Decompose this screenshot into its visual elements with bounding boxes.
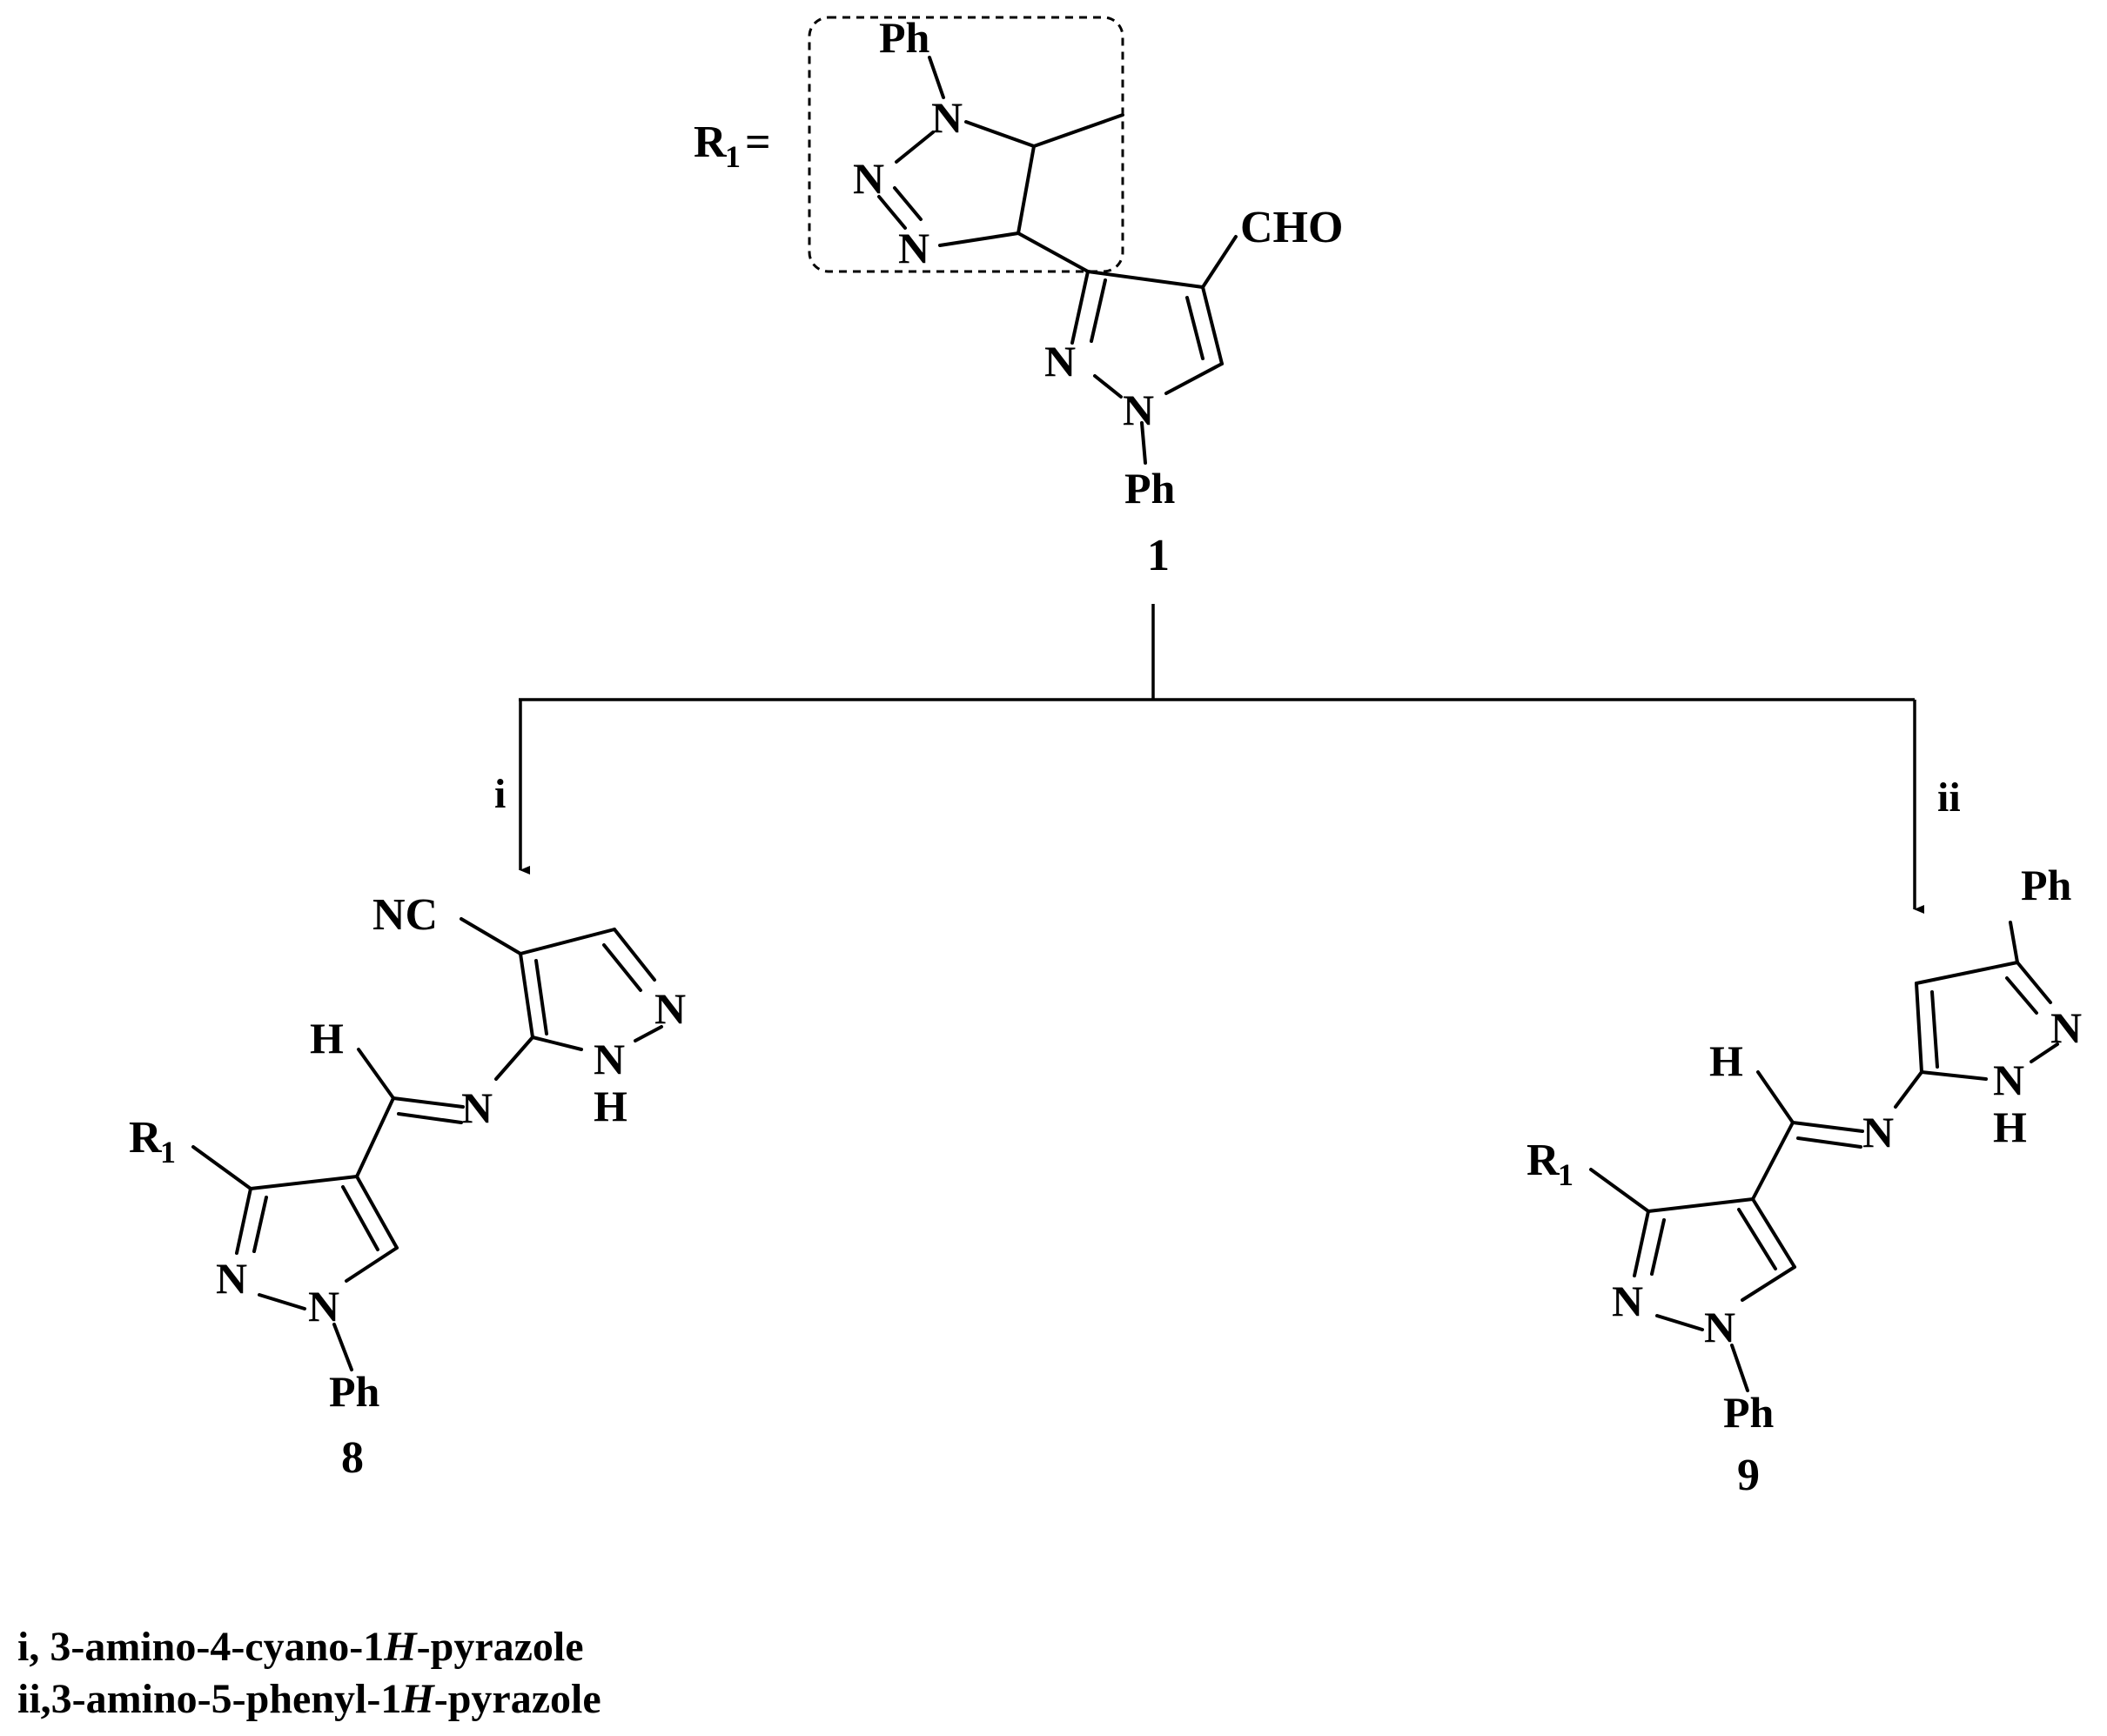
pyrazole-n2: N	[1044, 337, 1076, 385]
r1-label-8: R	[129, 1113, 163, 1163]
nh-n-9: N	[1993, 1056, 2024, 1104]
triazole-bonds	[877, 56, 1124, 247]
compound-9: Ph N N H H N R 1	[1527, 861, 2082, 1500]
imine-h-9: H	[1709, 1036, 1743, 1085]
pyrazole-bonds	[1070, 235, 1238, 465]
cho-label: CHO	[1240, 203, 1343, 252]
pyrazole-n2-8: N	[216, 1254, 247, 1303]
compound-1: R 1 = Ph N N N CHO	[694, 13, 1343, 580]
r1-label: R	[694, 117, 728, 167]
r1-subscript: 1	[725, 139, 741, 174]
triazole-ph: Ph	[879, 13, 930, 62]
aminopyrazole-bonds-9	[1894, 921, 2059, 1109]
triazole-n2: N	[853, 154, 884, 203]
pyrazole-bonds-9	[1589, 1168, 1796, 1392]
r1-sub-9: 1	[1558, 1157, 1574, 1192]
compound-8: NC N N H H N R 1	[129, 890, 686, 1483]
pyrazole-ph: Ph	[1124, 464, 1176, 513]
reagent-i: i, 3-amino-4-cyano-1H-pyrazole	[17, 1624, 584, 1670]
r1-label-9: R	[1527, 1136, 1560, 1185]
compound-9-number: 9	[1737, 1451, 1760, 1500]
pyrazole-bonds-8	[191, 1145, 399, 1371]
imine-h-8: H	[310, 1014, 344, 1062]
triazole-n1: N	[931, 93, 963, 142]
imine-n-9: N	[1862, 1108, 1894, 1156]
triazole-pyrazole-bond	[1017, 231, 1090, 273]
compound-8-number: 8	[341, 1433, 364, 1483]
pyrazole-n1-8: N	[308, 1282, 339, 1330]
ring-n-upper-9: N	[2050, 1003, 2082, 1052]
imine-bonds-8	[355, 1048, 465, 1178]
imine-n-8: N	[461, 1083, 493, 1132]
r1-dashed-box	[808, 16, 1124, 273]
pyrazole-n2-9: N	[1612, 1277, 1643, 1325]
r1-sub-8: 1	[160, 1135, 176, 1170]
pyrazole-n1: N	[1123, 385, 1154, 434]
aminopyrazole-bonds-8	[460, 917, 663, 1081]
reagent-legend: i, 3-amino-4-cyano-1H-pyrazole ii,3-amin…	[17, 1624, 601, 1722]
ring-n-upper-8: N	[654, 984, 686, 1033]
nc-label: NC	[372, 890, 438, 940]
imine-bonds-9	[1751, 1070, 1864, 1201]
compound-1-number: 1	[1147, 531, 1170, 580]
ph-8: Ph	[329, 1367, 380, 1416]
nh-h-8: H	[594, 1082, 627, 1130]
nh-h-9: H	[1993, 1103, 2027, 1151]
ph-9: Ph	[1723, 1388, 1775, 1437]
arrow-ii-label: ii	[1937, 774, 1961, 821]
triazole-n3: N	[898, 224, 929, 272]
arrow-i-label: i	[494, 771, 506, 817]
nh-n-8: N	[594, 1035, 625, 1083]
reagent-ii: ii,3-amino-5-phenyl-1H-pyrazole	[17, 1676, 601, 1722]
branch-lines	[519, 604, 1924, 914]
r1-equals: =	[745, 117, 771, 167]
ph-top-9: Ph	[2021, 861, 2072, 909]
pyrazole-n1-9: N	[1704, 1303, 1735, 1351]
